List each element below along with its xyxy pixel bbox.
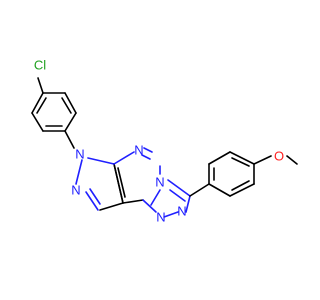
nitrogen-atom: N [75,147,84,162]
nitrogen-atom: N [155,175,164,190]
molecule-structure-diagram: Cl N N N N N N O [31,58,298,225]
pyrimidine-ring [113,147,161,204]
bond-ring-to-cl [37,77,44,94]
nitrogen-atom: N [134,143,143,158]
methoxyphenyl-ring [189,151,255,197]
pyrazole-ring [75,157,124,211]
nitrogen-atom: N [156,210,165,225]
bond-o-to-methyl [286,155,298,165]
triazole-ring [142,179,191,218]
chlorophenyl-ring [31,92,77,132]
bond-ring-to-o [253,155,272,165]
atom-labels: Cl N N N N N N O [34,58,284,225]
oxygen-atom: O [274,149,284,164]
chlorine-atom: Cl [34,58,46,73]
nitrogen-atom: N [71,183,80,198]
bond-ring-to-n1 [64,130,75,149]
nitrogen-atom: N [177,204,186,219]
